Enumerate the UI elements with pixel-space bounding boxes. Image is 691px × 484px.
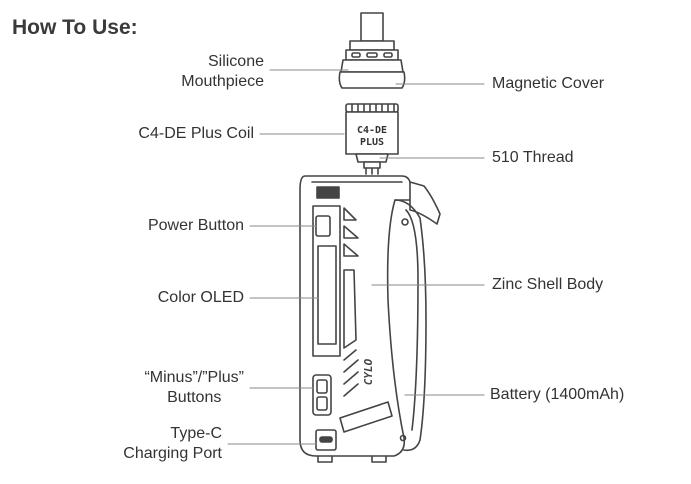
label-minus-plus-buttons: “Minus”/”Plus” Buttons	[144, 369, 244, 406]
page-title: How To Use:	[12, 16, 138, 39]
label-coil: C4-DE Plus Coil	[138, 125, 254, 142]
mouthpiece-drawing	[345, 12, 399, 61]
coil-drawing	[345, 103, 399, 175]
label-510-thread: 510 Thread	[492, 149, 574, 166]
label-silicone-mouthpiece: Silicone Mouthpiece	[181, 53, 264, 90]
coil-print-line1: C4-DE	[357, 125, 387, 136]
brand-print: CYLO	[362, 358, 375, 385]
magnetic-cover-drawing	[338, 59, 406, 89]
label-zinc-shell-body: Zinc Shell Body	[492, 276, 604, 293]
label-color-oled: Color OLED	[157, 289, 244, 306]
label-type-c-port: Type-C Charging Port	[123, 425, 222, 462]
device-body-drawing	[299, 175, 441, 463]
coil-print-line2: PLUS	[360, 137, 384, 148]
label-magnetic-cover: Magnetic Cover	[492, 75, 605, 92]
label-battery: Battery (1400mAh)	[490, 386, 625, 403]
leader-lines	[227, 69, 485, 445]
label-power-button: Power Button	[147, 217, 244, 234]
